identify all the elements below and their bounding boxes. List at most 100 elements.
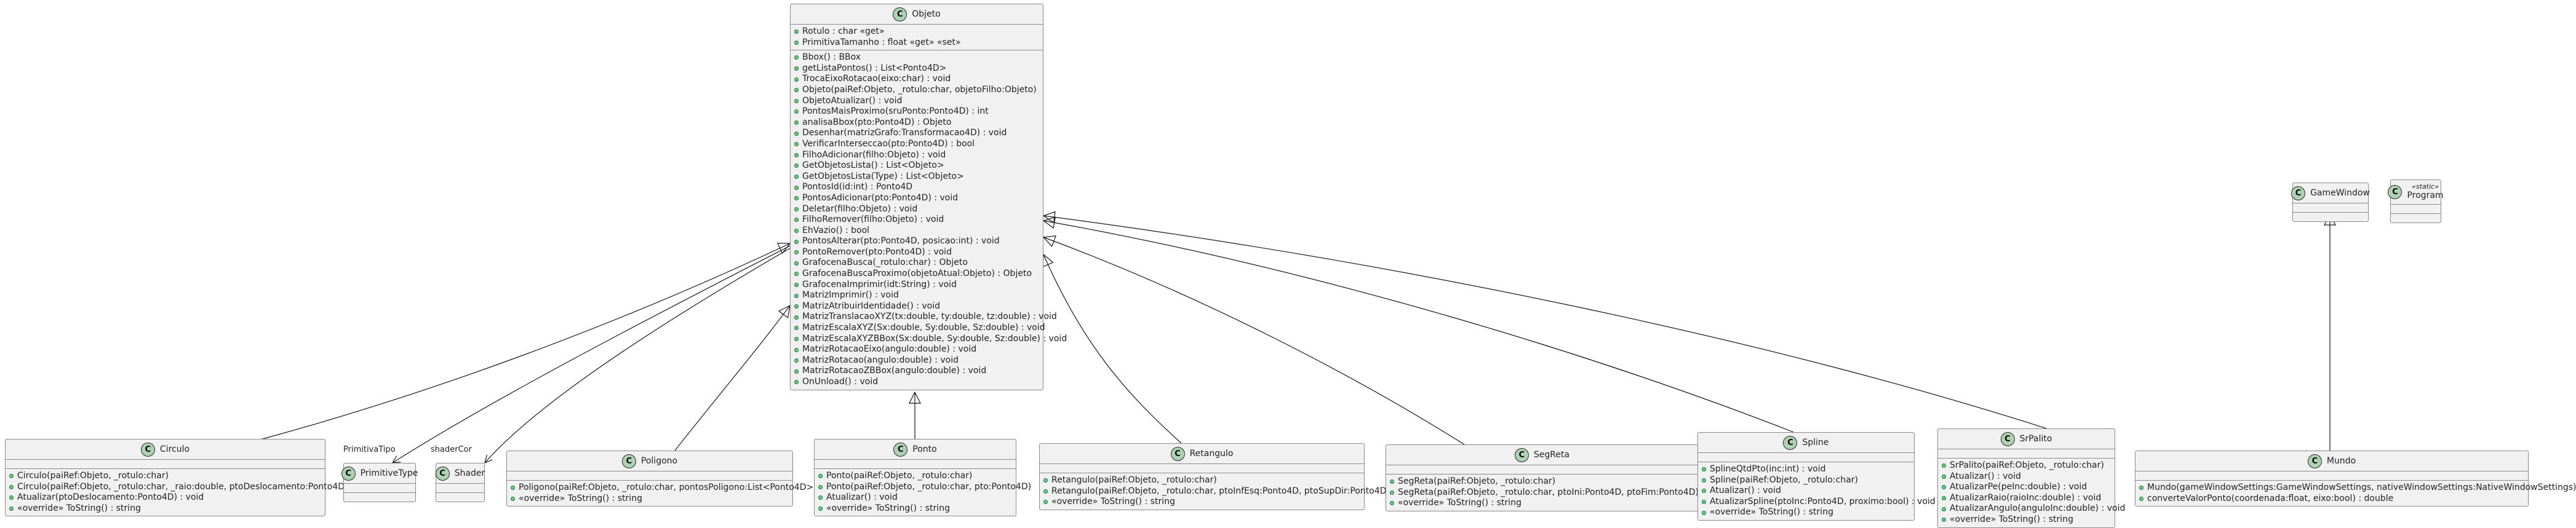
method-text: getListaPontos() : List<Ponto4D>	[802, 63, 947, 73]
method-row: «override» ToString() : string	[1043, 497, 1360, 508]
method-text: TrocaEixoRotacao(eixo:char) : void	[802, 74, 951, 84]
method-row: analisaBbox(pto:Ponto4D) : Objeto	[794, 117, 1039, 128]
method-text: GrafocenaImprimir(idt:String) : void	[802, 279, 957, 290]
method-row: MatrizRotacaoEixo(angulo:double) : void	[794, 344, 1039, 355]
fields-section	[1386, 465, 1698, 474]
class-title-group: GameWindow	[2310, 188, 2370, 199]
method-row: EhVazio() : bool	[794, 226, 1039, 237]
method-text: MatrizAtribuirIdentidade() : void	[802, 301, 941, 311]
public-visibility-icon	[1942, 485, 1946, 490]
fields-section	[2293, 203, 2368, 212]
public-visibility-icon	[794, 358, 799, 363]
public-visibility-icon	[794, 304, 799, 309]
field-text: Rotulo : char «get»	[802, 26, 885, 36]
public-visibility-icon	[794, 239, 799, 244]
method-row: GrafocenaImprimir(idt:String) : void	[794, 280, 1039, 291]
public-visibility-icon	[794, 315, 799, 320]
method-text: ObjetoAtualizar() : void	[802, 95, 903, 106]
method-text: PontosMaisProximo(sruPonto:Ponto4D) : in…	[802, 106, 989, 117]
method-text: AtualizarAngulo(anguloInc:double) : void	[1950, 503, 2126, 514]
inheritance-segreta-objeto	[1043, 237, 1465, 445]
class-gamewindow[interactable]: C GameWindow	[2291, 183, 2370, 222]
public-visibility-icon	[794, 250, 799, 255]
method-row: Mundo(gameWindowSettings:GameWindowSetti…	[2139, 483, 2576, 494]
method-row: Circulo(paiRef:Objeto, _rotulo:char, _ra…	[9, 482, 348, 493]
method-row: Ponto(paiRef:Objeto, _rotulo:char, pto:P…	[818, 482, 1031, 493]
inheritance-srpalito-objeto	[1043, 216, 2047, 429]
public-visibility-icon	[1942, 506, 1946, 511]
method-row: SplineQtdPto(inc:int) : void	[1702, 464, 1910, 475]
method-text: PontosAlterar(pto:Ponto4D, posicao:int) …	[802, 236, 1000, 246]
method-row: Spline(paiRef:Objeto, _rotulo:char)	[1702, 475, 1910, 486]
method-row: Objeto(paiRef:Objeto, _rotulo:char, obje…	[794, 85, 1039, 96]
method-row: AtualizarRaio(raioInc:double) : void	[1942, 493, 2111, 504]
method-text: Circulo(paiRef:Objeto, _rotulo:char, _ra…	[17, 481, 348, 492]
class-icon: C	[341, 467, 356, 481]
method-row: AtualizarSpline(ptoInc:Ponto4D, proximo:…	[1702, 497, 1936, 508]
public-visibility-icon	[1390, 490, 1394, 495]
method-row: converteValorPonto(coordenada:float, eix…	[2139, 494, 2524, 505]
class-title-group: «static»Program	[2407, 183, 2443, 202]
class-header: C GameWindow	[2291, 183, 2370, 203]
fields-section	[1040, 463, 1364, 473]
method-row: «override» ToString() : string	[511, 494, 789, 505]
method-row: SegReta(paiRef:Objeto, _rotulo:char)	[1390, 476, 1694, 487]
class-name: GameWindow	[2310, 187, 2370, 198]
class-icon: C	[2291, 186, 2306, 200]
class-name: Ponto	[912, 444, 937, 454]
class-icon: C	[140, 443, 155, 457]
public-visibility-icon	[794, 164, 799, 168]
methods-section: Ponto(paiRef:Objeto, _rotulo:char)Ponto(…	[815, 468, 1031, 516]
method-row: MatrizEscalaXYZ(Sx:double, Sy:double, Sz…	[794, 323, 1045, 334]
method-row: Atualizar() : void	[818, 492, 1012, 503]
public-visibility-icon	[511, 496, 515, 501]
class-program[interactable]: C«static»Program	[2388, 179, 2444, 223]
method-text: Deletar(filho:Objeto) : void	[802, 203, 918, 214]
public-visibility-icon	[818, 495, 823, 500]
method-row: Circulo(paiRef:Objeto, _rotulo:char)	[9, 471, 321, 482]
method-row: GrafocenaBusca(_rotulo:char) : Objeto	[794, 258, 1039, 269]
class-icon: C	[2000, 432, 2015, 446]
public-visibility-icon	[794, 326, 799, 331]
method-row: MatrizRotacao(angulo:double) : void	[794, 355, 1039, 366]
association-label-shader: shaderCor	[431, 445, 472, 454]
public-visibility-icon	[1702, 489, 1706, 494]
method-text: AtualizarSpline(ptoInc:Ponto4D, proximo:…	[1710, 496, 1936, 506]
class-name: Retangulo	[1189, 448, 1234, 459]
public-visibility-icon	[794, 272, 799, 277]
public-visibility-icon	[1702, 500, 1706, 505]
class-name: Poligono	[640, 455, 678, 466]
method-text: Atualizar(ptoDeslocamento:Ponto4D) : voi…	[17, 492, 204, 503]
method-text: PontoRemover(pto:Ponto4D) : void	[802, 246, 952, 257]
fields-section	[507, 471, 792, 480]
public-visibility-icon	[794, 218, 799, 223]
method-text: AtualizarRaio(raioInc:double) : void	[1950, 492, 2102, 503]
method-text: FilhoRemover(filho:Objeto) : void	[802, 215, 944, 225]
method-text: «override» ToString() : string	[1710, 507, 1833, 518]
public-visibility-icon	[818, 474, 823, 479]
public-visibility-icon	[794, 228, 799, 233]
public-visibility-icon	[1702, 510, 1706, 515]
public-visibility-icon	[794, 152, 799, 157]
method-text: VerificarInterseccao(pto:Ponto4D) : bool	[802, 138, 975, 149]
public-visibility-icon	[1942, 518, 1946, 522]
public-visibility-icon	[2139, 496, 2143, 501]
class-name: Program	[2407, 191, 2444, 200]
method-row: «override» ToString() : string	[1942, 514, 2111, 526]
method-row: «override» ToString() : string	[9, 503, 321, 514]
association-primitivetype	[393, 245, 791, 463]
method-row: GetObjetosLista() : List<Objeto>	[794, 160, 1039, 171]
